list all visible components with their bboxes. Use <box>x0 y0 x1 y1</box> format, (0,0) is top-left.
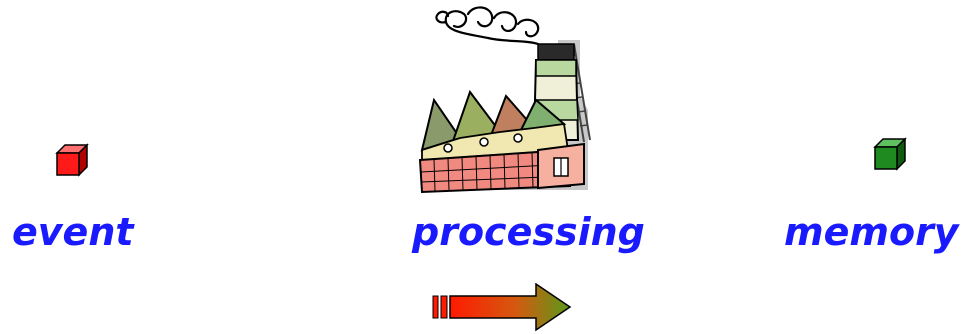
red-cube-icon <box>55 143 89 177</box>
green-cube-icon <box>873 137 907 171</box>
processing-label: processing <box>412 206 645 258</box>
event-label: event <box>12 206 134 258</box>
factory-icon <box>408 0 593 196</box>
right-arrow-icon <box>432 283 572 333</box>
memory-label: memory <box>784 206 959 258</box>
